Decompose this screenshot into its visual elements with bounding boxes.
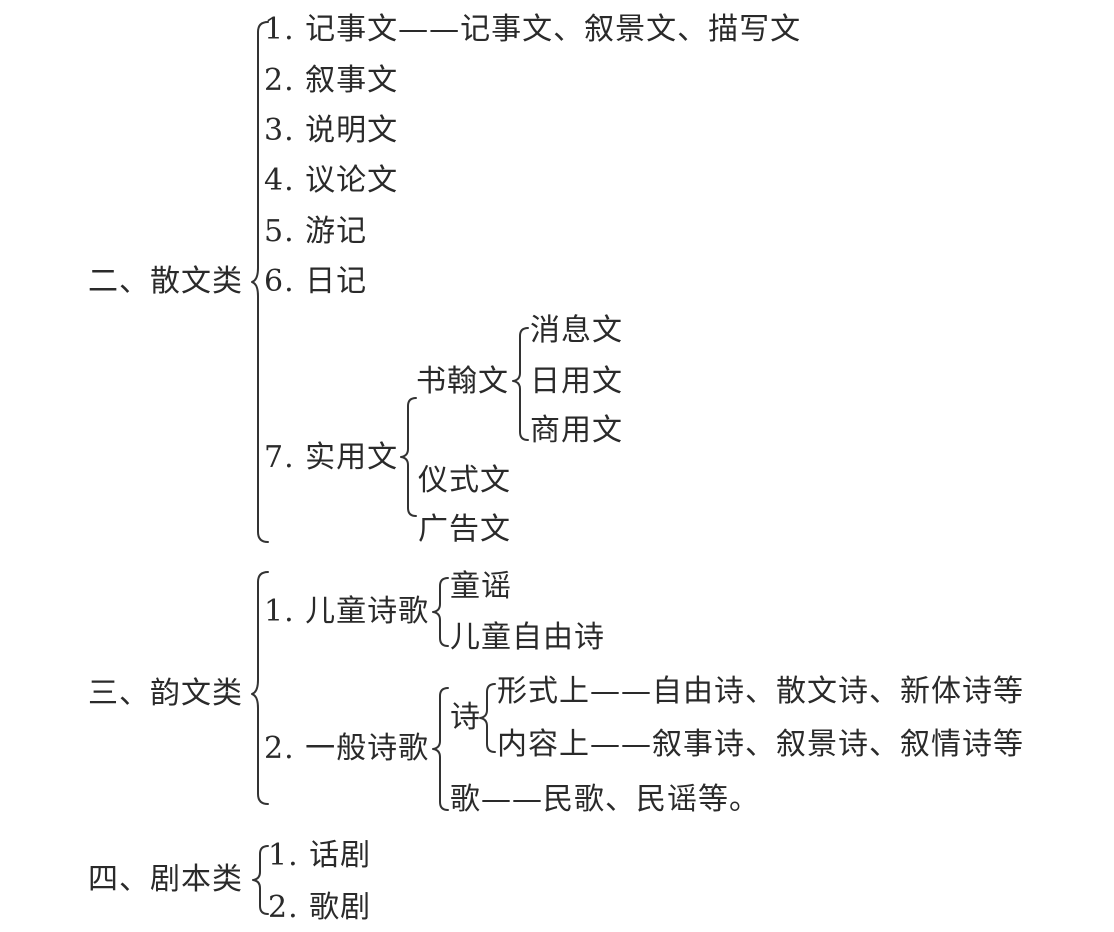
brace-children-poetry xyxy=(432,577,449,647)
poem-item-content: 内容上——叙事诗、叙景诗、叙情诗等 xyxy=(497,727,1024,762)
letters-item-news: 消息文 xyxy=(530,313,623,348)
letters-item-daily: 日用文 xyxy=(530,364,623,399)
drama-item-opera: 2. 歌剧 xyxy=(268,890,372,925)
verse-category-label: 三、韵文类 xyxy=(88,676,243,711)
song-label: 歌——民歌、民谣等。 xyxy=(450,782,760,817)
prose-item-5: 5. 游记 xyxy=(264,214,368,249)
letters-item-business: 商用文 xyxy=(530,413,623,448)
drama-item-play: 1. 话剧 xyxy=(268,838,372,873)
brace-drama xyxy=(252,845,269,915)
advertising-label: 广告文 xyxy=(418,512,511,547)
prose-item-1: 1. 记事文——记事文、叙景文、描写文 xyxy=(264,12,802,47)
brace-poem xyxy=(479,683,496,753)
brace-practical xyxy=(400,397,417,517)
prose-item-3: 3. 说明文 xyxy=(264,113,399,148)
children-poetry-item-nursery: 童谣 xyxy=(450,569,512,604)
letters-label: 书翰文 xyxy=(416,364,509,399)
children-poetry-item-free: 儿童自由诗 xyxy=(450,620,605,655)
general-poetry-label: 2. 一般诗歌 xyxy=(264,731,430,766)
prose-item-6: 6. 日记 xyxy=(264,264,368,299)
brace-prose xyxy=(251,21,269,543)
prose-item-4: 4. 议论文 xyxy=(264,163,399,198)
ceremonial-label: 仪式文 xyxy=(418,463,511,498)
children-poetry-label: 1. 儿童诗歌 xyxy=(264,594,430,629)
brace-general-poetry xyxy=(432,687,449,811)
prose-item-2: 2. 叙事文 xyxy=(264,63,399,98)
poem-label: 诗 xyxy=(450,700,481,735)
drama-category-label: 四、剧本类 xyxy=(88,862,243,897)
brace-verse xyxy=(251,571,269,805)
prose-item-7: 7. 实用文 xyxy=(264,440,399,475)
brace-letters xyxy=(512,327,529,441)
poem-item-form: 形式上——自由诗、散文诗、新体诗等 xyxy=(497,674,1024,709)
prose-category-label: 二、散文类 xyxy=(88,264,243,299)
